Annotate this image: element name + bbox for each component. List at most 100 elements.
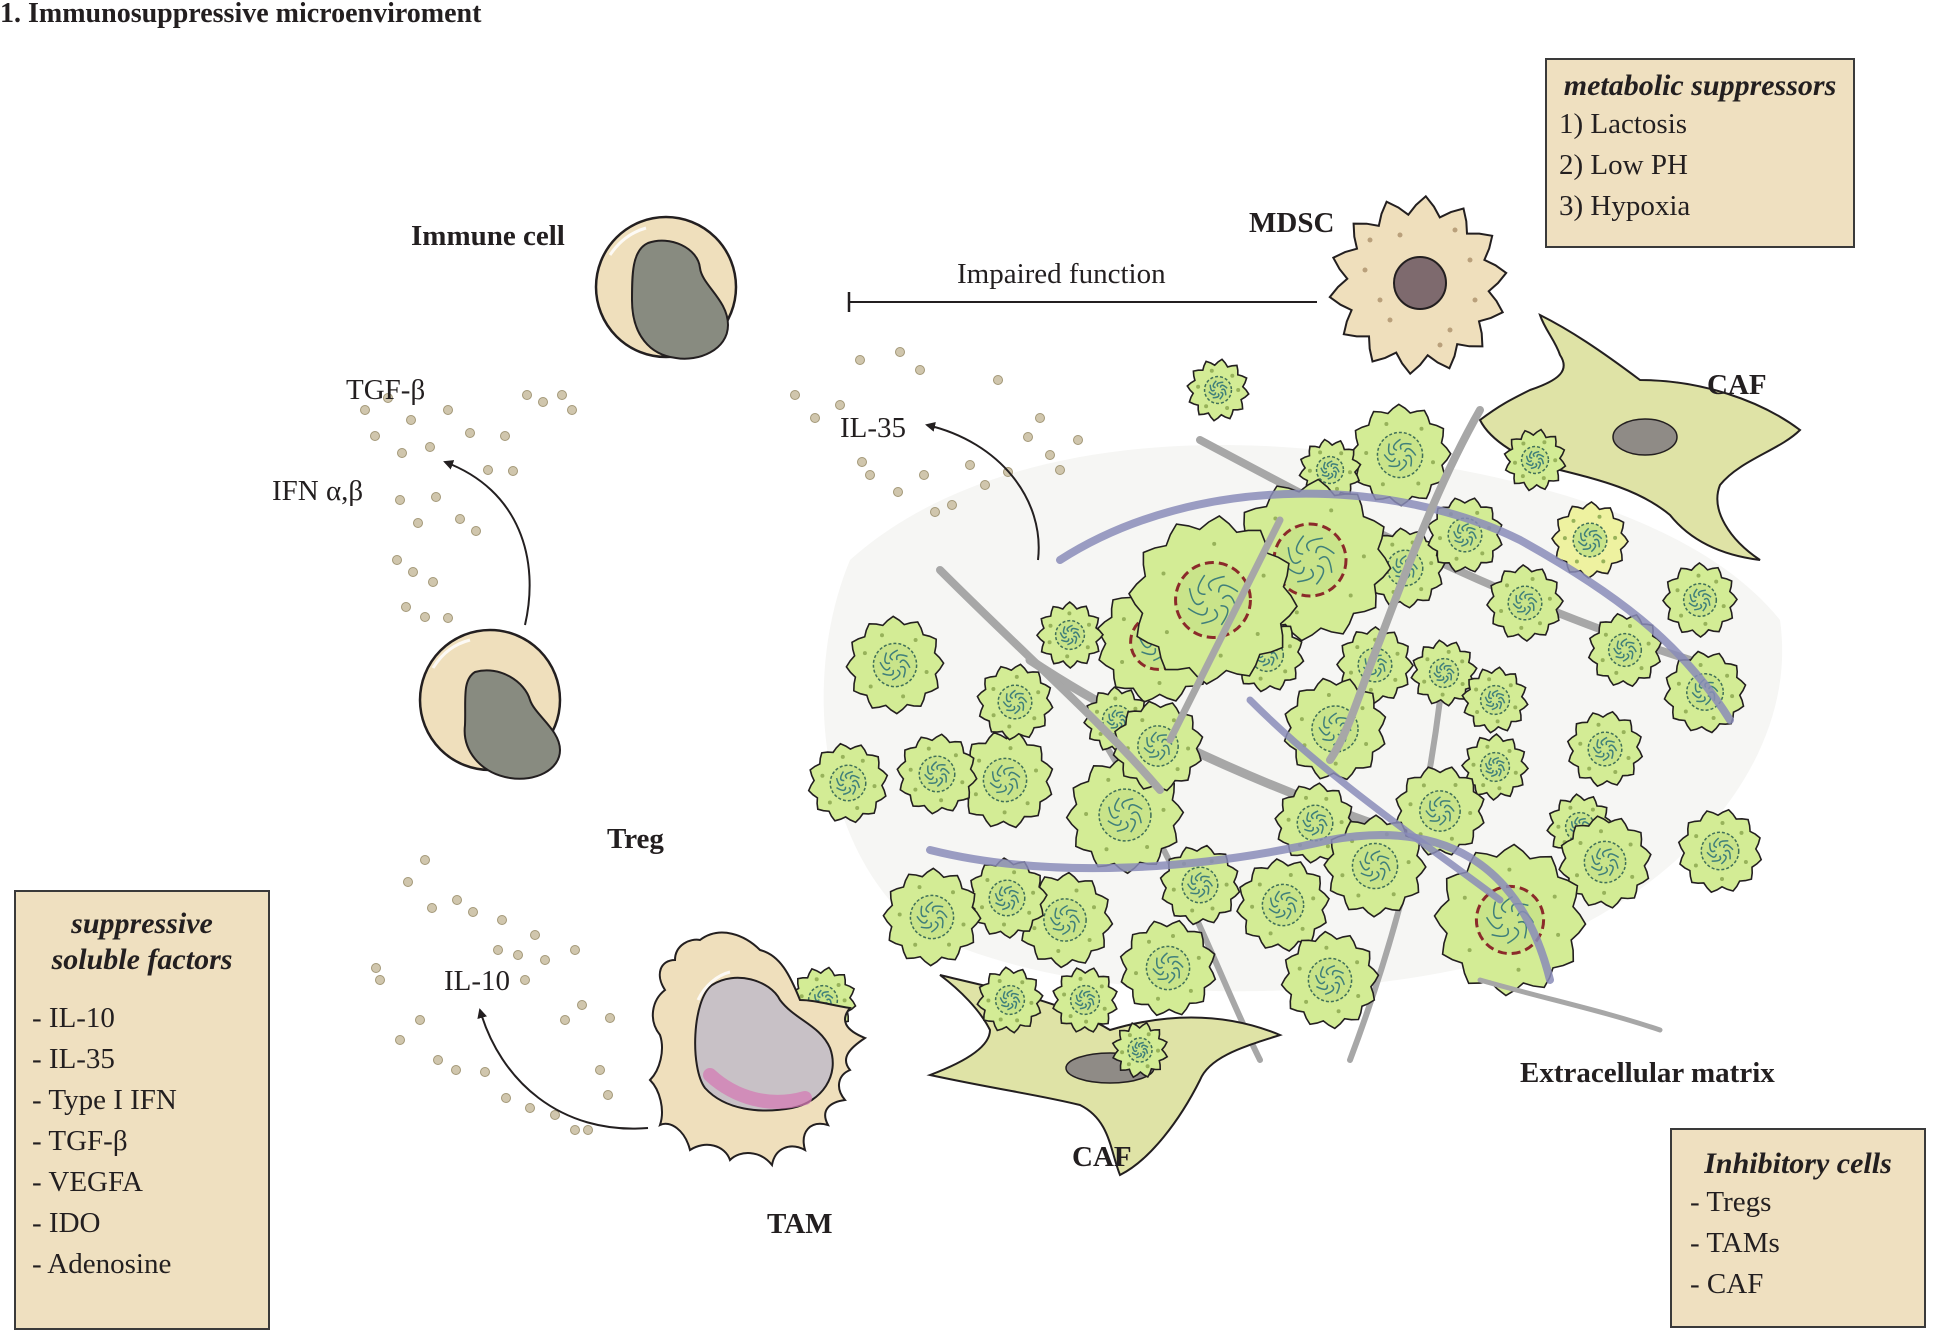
inhibitory-cell-item: - Tregs <box>1690 1186 1772 1218</box>
factor-dot <box>420 612 430 622</box>
purple-fiber <box>926 831 1554 984</box>
metabolic-item: 2) Low PH <box>1559 149 1688 181</box>
purple-fiber <box>1056 489 1734 724</box>
tumor-cell <box>1662 562 1738 638</box>
label-extracellular-matrix: Extracellular matrix <box>1520 1057 1775 1089</box>
tumor-cell <box>1410 639 1478 707</box>
factor-dot <box>428 577 438 587</box>
soluble-factor-item: - IDO <box>32 1207 101 1239</box>
factor-dot <box>583 1125 593 1135</box>
tumor-cell <box>1677 808 1763 894</box>
factor-dot <box>919 470 929 480</box>
suppressive-soluble-factors-box: suppressive soluble factors - IL-10 - IL… <box>14 890 270 1330</box>
factor-dot <box>383 393 393 403</box>
factor-dot <box>443 613 453 623</box>
factor-dot <box>395 1035 405 1045</box>
factor-dot <box>993 375 1003 385</box>
factor-dot <box>433 1055 443 1065</box>
factor-dot <box>857 457 867 467</box>
factor-dot <box>370 431 380 441</box>
factor-dot <box>855 355 865 365</box>
granule <box>1387 317 1393 323</box>
label-impaired-function: Impaired function <box>957 258 1166 290</box>
tumor-cell <box>1427 497 1503 573</box>
factor-dot <box>508 466 518 476</box>
tumor-cell <box>1461 666 1529 734</box>
arrow-tumor-to-il35 <box>925 421 1040 561</box>
factor-dot <box>835 400 845 410</box>
arrow-tam-to-il10 <box>477 1008 649 1130</box>
soluble-factors-title-line1: suppressive <box>71 907 213 940</box>
factor-dot <box>560 1015 570 1025</box>
collagen-fiber <box>1326 406 1484 764</box>
purple-fiber <box>1246 696 1504 904</box>
tumor-cell <box>1236 858 1330 952</box>
inhibitory-cell-item: - TAMs <box>1690 1227 1780 1259</box>
factor-dot <box>570 1125 580 1135</box>
factor-dot <box>497 915 507 925</box>
treg-cell <box>418 628 562 780</box>
label-il10: IL-10 <box>444 965 510 997</box>
factor-dot <box>930 507 940 517</box>
factor-dot <box>500 431 510 441</box>
tumor-cell <box>845 615 945 715</box>
factor-dot <box>401 602 411 612</box>
factor-dot <box>360 405 370 415</box>
granule <box>1452 227 1458 233</box>
factor-dot <box>375 975 385 985</box>
collagen-fiber <box>1477 977 1663 1033</box>
factor-dot <box>501 1093 511 1103</box>
tumor-cell <box>1128 515 1298 685</box>
tumor-cell <box>1112 700 1204 792</box>
factor-dot <box>790 390 800 400</box>
tumor-cell <box>976 966 1044 1034</box>
factor-dot <box>893 487 903 497</box>
granule <box>1467 257 1473 263</box>
tumor-cell <box>1283 677 1387 781</box>
factor-dot <box>468 907 478 917</box>
label-tgf-beta: TGF-β <box>346 374 425 406</box>
factor-dot <box>520 975 530 985</box>
factor-dot <box>392 555 402 565</box>
factor-dot <box>406 415 416 425</box>
tumor-cell <box>1486 564 1564 642</box>
soluble-factor-item: - VEGFA <box>32 1166 143 1198</box>
mdsc-cell <box>1328 194 1508 376</box>
factor-dot <box>415 1015 425 1025</box>
arrow-treg-to-ifn <box>443 460 531 626</box>
factor-dot <box>538 397 548 407</box>
tumor-cell <box>1503 428 1567 492</box>
granule <box>1397 232 1403 238</box>
granule <box>1367 237 1373 243</box>
tumor-cell <box>1587 612 1663 688</box>
tumor-cell <box>1558 815 1652 909</box>
ecm-fibers-front <box>926 406 1734 1033</box>
factor-dot <box>1035 413 1045 423</box>
factor-dot <box>980 480 990 490</box>
tumor-cell <box>1035 600 1105 670</box>
factor-dot <box>947 500 957 510</box>
tumor-cell <box>1111 1021 1169 1079</box>
factor-dot <box>427 903 437 913</box>
factor-dot <box>395 495 405 505</box>
tumor-cell <box>896 733 978 815</box>
granule <box>1362 267 1368 273</box>
label-immune-cell: Immune cell <box>411 220 565 252</box>
factor-dot <box>557 390 567 400</box>
soluble-factor-item: - IL-35 <box>32 1043 115 1075</box>
factor-dot <box>965 460 975 470</box>
factor-dot <box>567 405 577 415</box>
factor-dot <box>865 470 875 480</box>
immune-cell-nucleus <box>630 239 730 360</box>
factor-dot <box>1045 450 1055 460</box>
factor-dot <box>605 1013 615 1023</box>
tumor-cell <box>1052 967 1118 1033</box>
tumor-cell <box>1348 403 1452 507</box>
inhibitory-cells-title: Inhibitory cells <box>1704 1147 1892 1180</box>
factor-dot <box>1073 435 1083 445</box>
collagen-fiber <box>1166 516 1284 744</box>
treg-nucleus <box>463 669 562 780</box>
caf-top <box>1478 313 1802 561</box>
factor-dot <box>540 955 550 965</box>
